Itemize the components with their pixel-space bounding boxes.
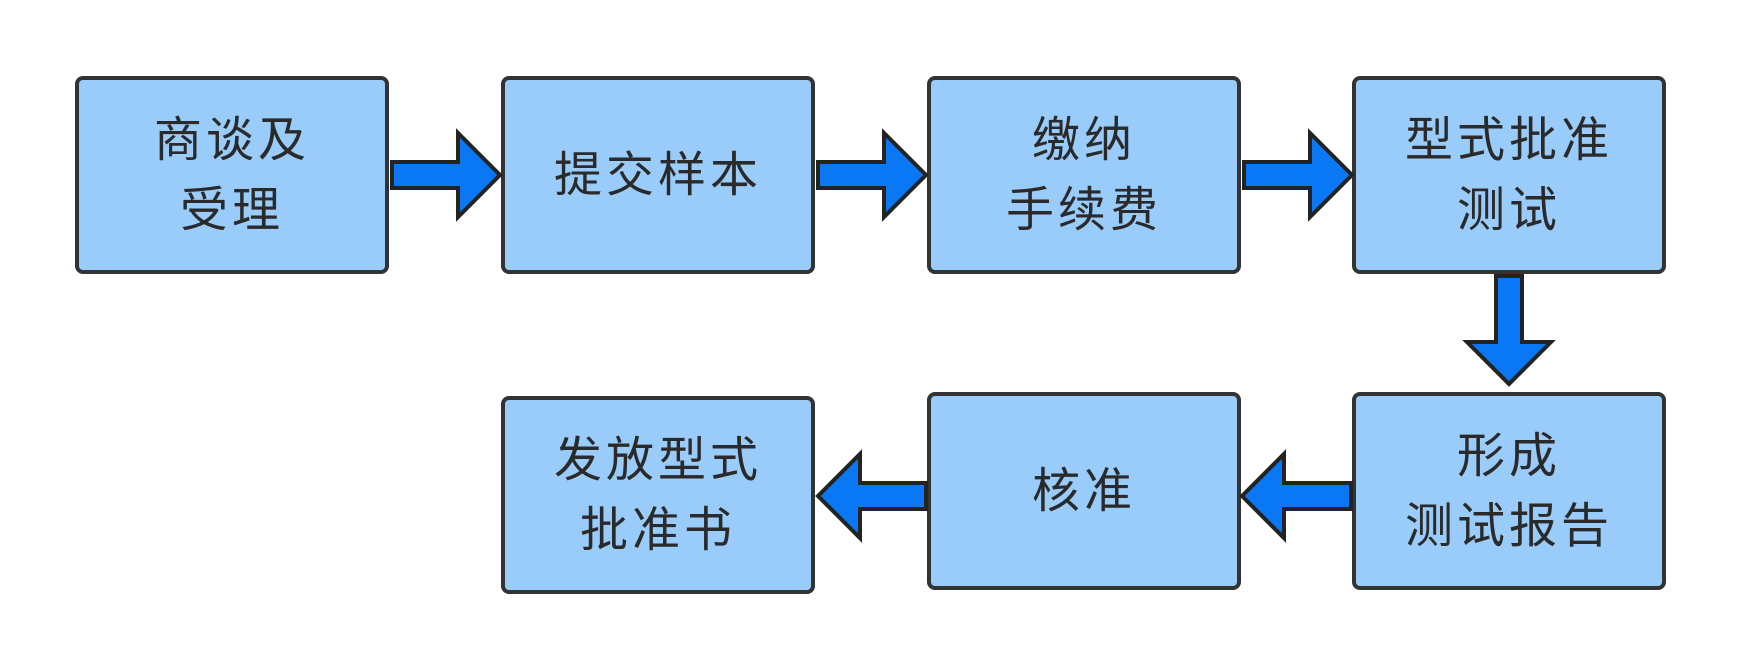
step-label-line: 受理 — [179, 182, 284, 238]
step-label-line: 形成 — [1456, 428, 1561, 484]
arrow-left-icon — [1239, 449, 1353, 543]
step-label-line: 提交样本 — [553, 147, 762, 203]
step-approval: 核准 — [927, 392, 1241, 590]
arrow-right-icon — [816, 128, 929, 222]
step-label-line: 测试 — [1456, 182, 1561, 238]
step-pay-fees: 缴纳 手续费 — [927, 76, 1241, 274]
step-label-line: 缴纳 — [1031, 112, 1136, 168]
step-label-line: 商谈及 — [153, 112, 310, 168]
arrow-right-icon — [1242, 128, 1355, 222]
step-submit-sample: 提交样本 — [501, 76, 815, 274]
step-label-line: 测试报告 — [1404, 498, 1613, 554]
step-label-line: 批准书 — [579, 502, 736, 558]
arrow-down-icon — [1462, 274, 1556, 387]
step-test-report: 形成 测试报告 — [1352, 392, 1666, 590]
step-label-line: 手续费 — [1005, 182, 1162, 238]
arrow-right-icon — [390, 128, 503, 222]
arrow-left-icon — [815, 449, 928, 543]
step-negotiation-acceptance: 商谈及 受理 — [75, 76, 389, 274]
step-label-line: 核准 — [1031, 463, 1136, 519]
step-issue-certificate: 发放型式 批准书 — [501, 396, 815, 594]
step-label-line: 发放型式 — [553, 432, 762, 488]
step-label-line: 型式批准 — [1404, 112, 1613, 168]
step-type-approval-test: 型式批准 测试 — [1352, 76, 1666, 274]
